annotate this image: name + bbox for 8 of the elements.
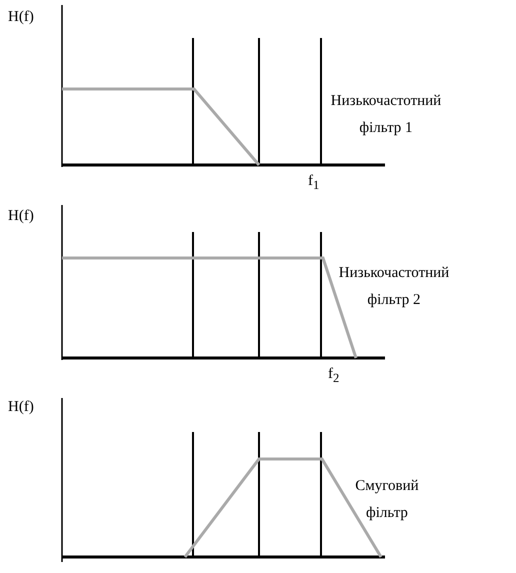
- frequency-label: f$_{2}$: [328, 365, 340, 387]
- filter-name: Смуговий фільтр: [354, 477, 420, 523]
- filter-name: Низькочастотний фільтр 2: [338, 264, 450, 310]
- axis-label: H(f): [8, 8, 34, 27]
- axis-label: H(f): [8, 207, 34, 226]
- frequency-label: f$_{1}$: [308, 172, 320, 194]
- filter-name: Низькочастотний фільтр 1: [330, 92, 442, 138]
- axis-label: H(f): [8, 398, 34, 417]
